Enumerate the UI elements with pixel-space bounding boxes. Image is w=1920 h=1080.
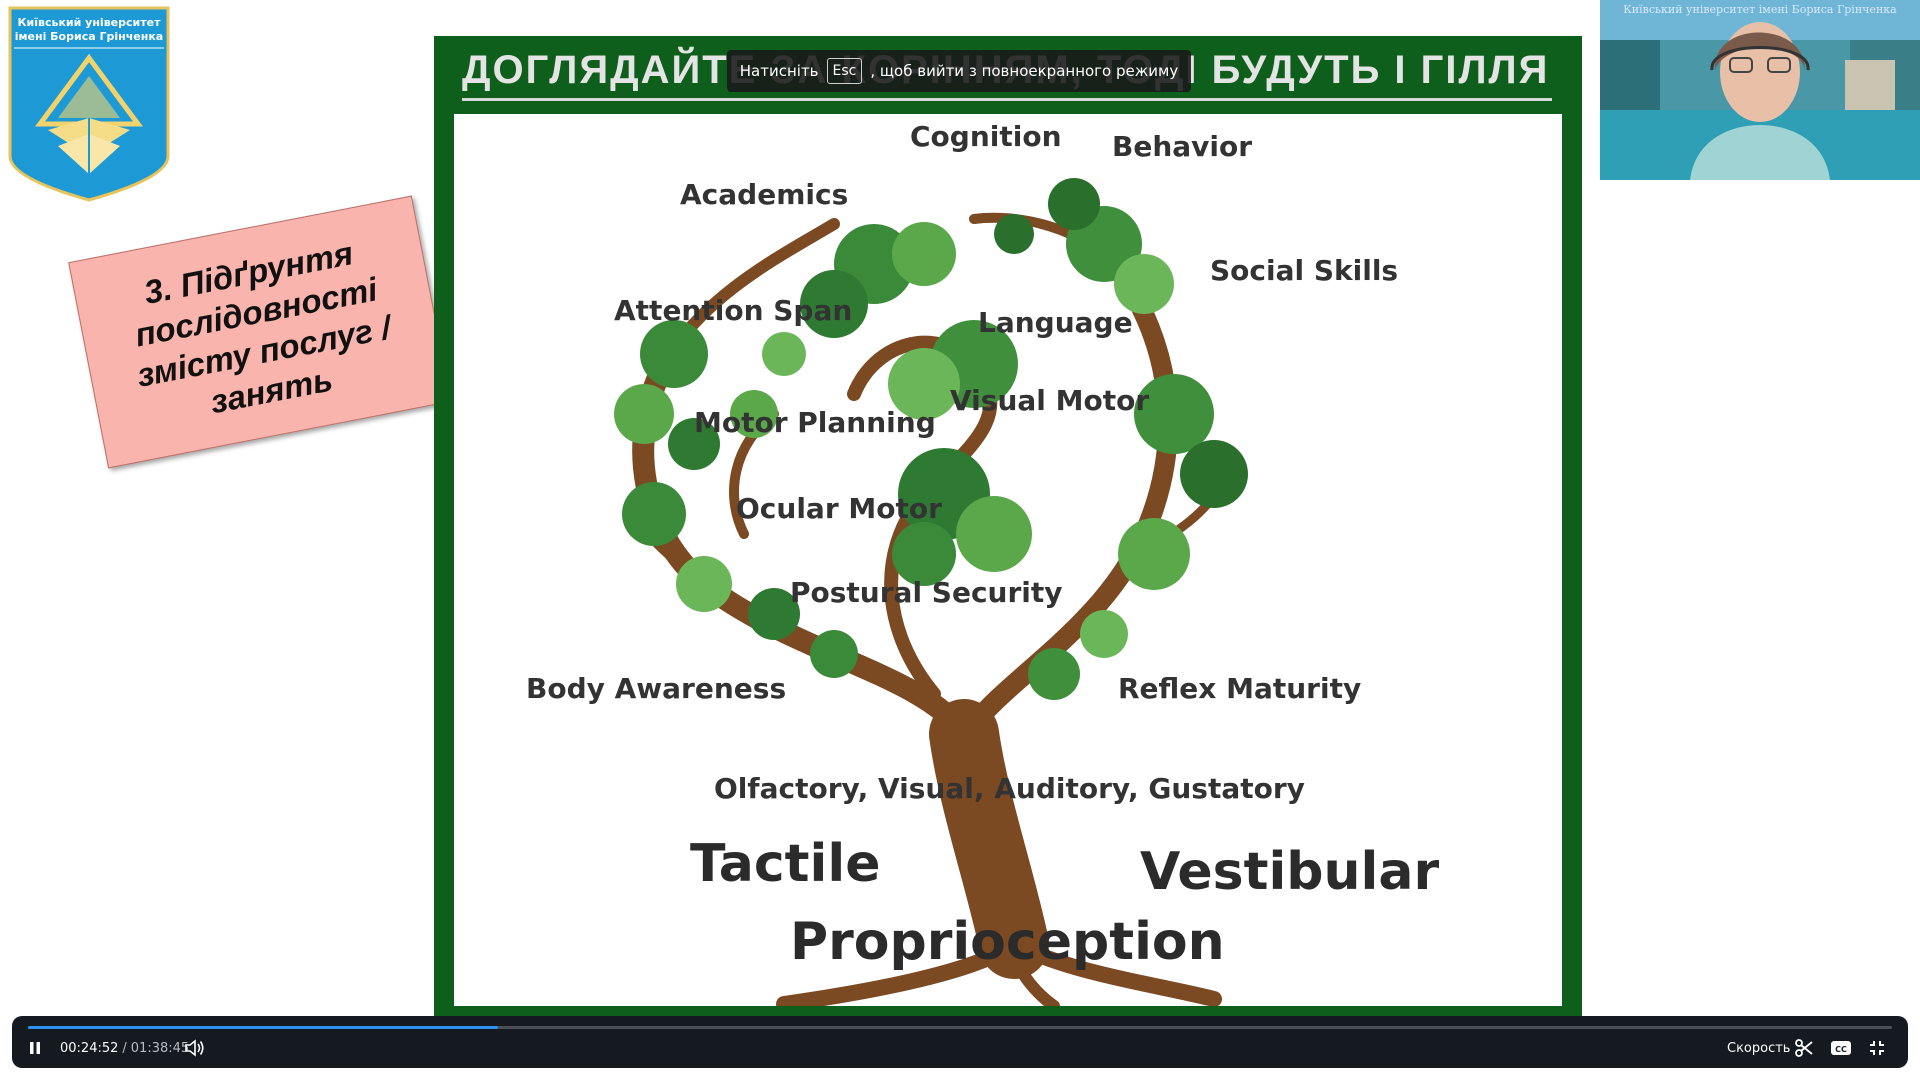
progress-bar[interactable] <box>28 1026 1892 1029</box>
pause-button[interactable] <box>26 1036 44 1060</box>
player-control-bar: 00:24:52 / 01:38:45 Скорость CC <box>12 1016 1908 1068</box>
label-postural-security: Postural Security <box>790 576 1063 609</box>
label-visual-motor: Visual Motor <box>950 384 1150 417</box>
progress-bar-fill <box>28 1026 498 1029</box>
volume-button[interactable] <box>184 1036 206 1060</box>
logo-line-1: Київський університет <box>18 16 162 29</box>
slide-note-text: 3. Підґрунтя послідовності змісту послуг… <box>131 234 394 421</box>
university-logo: Київський університет імені Бориса Грінч… <box>8 6 170 202</box>
label-proprioception: Proprioception <box>790 912 1225 972</box>
playback-speed-button[interactable]: Скорость <box>1727 1040 1791 1056</box>
label-vestibular: Vestibular <box>1140 842 1440 902</box>
label-attention-span: Attention Span <box>614 294 853 327</box>
sensory-tree-illustration <box>614 178 1248 1006</box>
closed-captions-icon: CC <box>1831 1041 1851 1055</box>
label-body-awareness: Body Awareness <box>526 672 787 705</box>
label-cognition: Cognition <box>910 120 1062 153</box>
toast-text-after: , щоб вийти з повноекранного режиму <box>870 62 1179 80</box>
exit-fullscreen-button[interactable] <box>1868 1036 1886 1060</box>
captions-button[interactable]: CC <box>1830 1036 1852 1060</box>
speaker-icon <box>185 1039 204 1057</box>
label-reflex-maturity: Reflex Maturity <box>1118 672 1362 705</box>
label-behavior: Behavior <box>1112 130 1253 163</box>
webcam-video-frame <box>1600 0 1920 180</box>
scissors-icon <box>1795 1039 1813 1057</box>
current-time: 00:24:52 <box>60 1040 119 1056</box>
tree-leaves <box>614 178 1248 700</box>
title-underline <box>462 98 1552 101</box>
pause-icon <box>30 1042 40 1054</box>
clip-button[interactable] <box>1794 1036 1814 1060</box>
label-academics: Academics <box>680 178 849 211</box>
logo-line-2: імені Бориса Грінченка <box>15 30 163 43</box>
total-time: 01:38:45 <box>130 1040 190 1056</box>
slide-note: 3. Підґрунтя послідовності змісту послуг… <box>68 195 452 469</box>
svg-text:CC: CC <box>1835 1045 1847 1054</box>
time-separator: / <box>122 1040 127 1056</box>
label-ocular-motor: Ocular Motor <box>736 492 942 525</box>
exit-fullscreen-icon <box>1870 1041 1884 1055</box>
slide-content-panel: Cognition Behavior Academics Social Skil… <box>454 114 1562 1006</box>
label-language: Language <box>978 306 1133 339</box>
fullscreen-exit-toast: Натисніть Esc , щоб вийти з повноекранно… <box>727 50 1191 92</box>
presenter-webcam[interactable]: Київський університет імені Бориса Грінч… <box>1600 0 1920 180</box>
label-senses: Olfactory, Visual, Auditory, Gustatory <box>714 772 1305 805</box>
label-social-skills: Social Skills <box>1210 254 1399 287</box>
time-display: 00:24:52 / 01:38:45 <box>60 1036 189 1060</box>
label-motor-planning: Motor Planning <box>694 406 936 439</box>
presentation-slide: ДОГЛЯДАЙТЕ ЗА КОРІННЯМ, ТОДІ БУДУТЬ І ГІ… <box>434 36 1582 1036</box>
esc-key-hint: Esc <box>826 58 863 84</box>
toast-text-before: Натисніть <box>739 62 819 80</box>
label-tactile: Tactile <box>690 834 881 894</box>
webcam-background-caption: Київський університет імені Бориса Грінч… <box>1623 3 1897 16</box>
